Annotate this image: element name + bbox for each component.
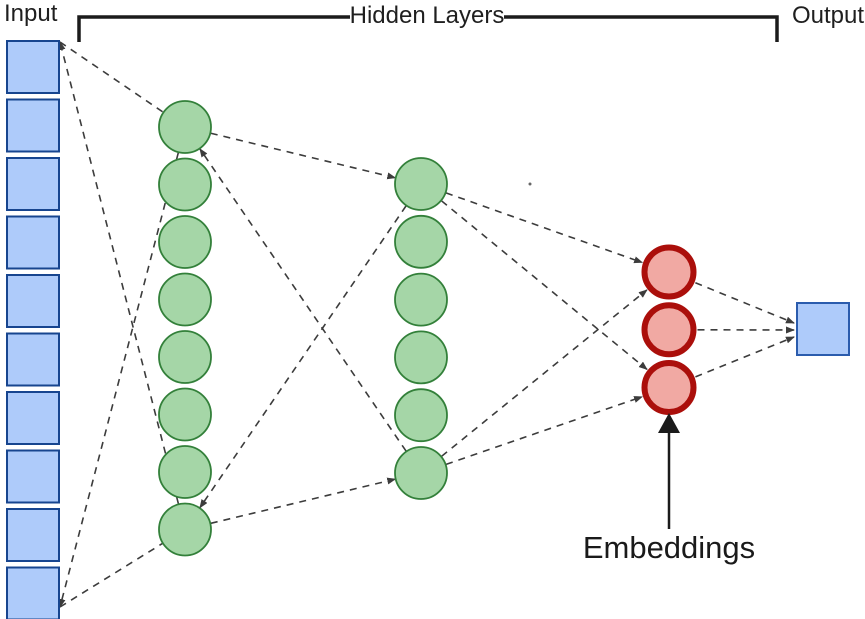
hidden1-node bbox=[158, 100, 212, 154]
connection-line bbox=[58, 152, 180, 608]
embeddings-arrowhead bbox=[658, 413, 680, 433]
hidden2-node bbox=[394, 388, 448, 443]
hidden1-node bbox=[158, 157, 212, 212]
hidden1-node bbox=[158, 330, 212, 384]
connection-line bbox=[445, 192, 644, 264]
input-node bbox=[6, 449, 60, 504]
input-node bbox=[6, 508, 60, 562]
input-node bbox=[6, 98, 60, 153]
hidden2-node bbox=[394, 446, 448, 500]
connection-line bbox=[59, 542, 163, 608]
input-node bbox=[6, 274, 60, 328]
input-node bbox=[6, 332, 60, 387]
connection-line bbox=[695, 336, 795, 378]
embedding-node bbox=[641, 302, 697, 358]
hidden1-node bbox=[158, 445, 212, 499]
connection-line bbox=[210, 477, 397, 525]
connection-line bbox=[59, 41, 164, 113]
embedding-node bbox=[641, 244, 697, 300]
input-node bbox=[6, 40, 60, 94]
connection-line bbox=[199, 148, 407, 452]
embeddings-label: Embeddings bbox=[582, 530, 756, 565]
connection-line bbox=[695, 282, 795, 324]
input-node bbox=[6, 391, 60, 445]
connection-line bbox=[441, 289, 648, 457]
output-node bbox=[796, 302, 850, 356]
hidden2-node bbox=[394, 157, 448, 211]
connection-line bbox=[445, 396, 644, 466]
output-layer-label: Output bbox=[792, 2, 865, 29]
input-node bbox=[6, 215, 60, 270]
connection-line bbox=[58, 41, 180, 505]
input-node bbox=[6, 157, 60, 211]
hidden1-node bbox=[158, 387, 212, 442]
hidden-layers-bracket bbox=[77, 15, 779, 42]
hidden2-node bbox=[394, 272, 448, 327]
hidden-layers-label: Hidden Layers bbox=[349, 2, 505, 29]
hidden1-node bbox=[158, 502, 212, 557]
hidden1-node bbox=[158, 272, 212, 327]
hidden2-node bbox=[394, 214, 448, 269]
connection-line bbox=[199, 205, 407, 509]
hidden2-node bbox=[394, 330, 448, 385]
hidden1-node bbox=[158, 215, 212, 269]
connection-line bbox=[440, 200, 648, 371]
input-node bbox=[6, 566, 60, 619]
stray-dot bbox=[528, 182, 532, 186]
embedding-node bbox=[641, 360, 697, 415]
input-layer-label: Input bbox=[4, 0, 58, 27]
connection-line bbox=[210, 132, 397, 180]
